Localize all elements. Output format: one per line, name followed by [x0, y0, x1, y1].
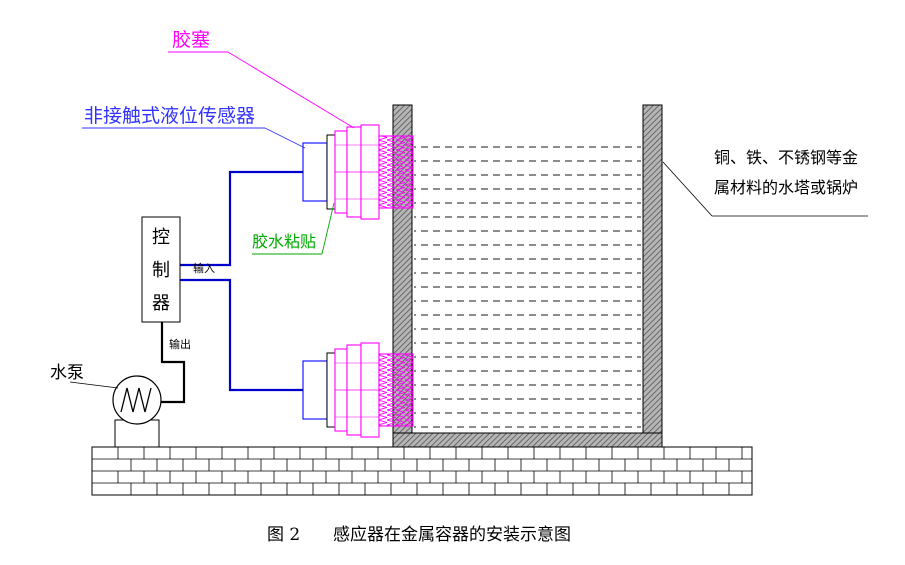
upper-plug-thread [378, 135, 414, 209]
brick-foundation [91, 446, 753, 496]
lower-sensor-assembly [302, 342, 414, 438]
metal-container [392, 104, 663, 448]
upper-sensor-wire [180, 170, 303, 267]
pump-leader-line [69, 381, 119, 389]
upper-sensor-assembly [302, 124, 414, 220]
container-leader-line [662, 161, 713, 217]
input-label: 输入 [193, 261, 215, 275]
container-label-line2: 属材料的水塔或锅炉 [714, 178, 858, 197]
upper-glue-layer [326, 134, 336, 210]
controller-label-2: 制 [152, 260, 170, 281]
container-label-line1: 铜、铁、不锈钢等金 [714, 148, 858, 167]
glue-label: 胶水粘贴 [252, 232, 316, 251]
controller-label-1: 控 [152, 227, 170, 248]
plug-label: 胶塞 [172, 29, 210, 51]
pump-output-wire [160, 322, 186, 404]
sensor-label: 非接触式液位传感器 [84, 105, 255, 127]
output-label: 输出 [169, 337, 191, 351]
controller-box [141, 216, 181, 323]
lower-sensor-wire [180, 278, 303, 392]
pump-label: 水泵 [50, 363, 84, 383]
lower-glue-layer [326, 352, 336, 428]
pump-motor-icon [112, 375, 162, 425]
figure-number: 图 2 [267, 525, 300, 545]
container-bottom [392, 432, 663, 448]
upper-sensor-body [302, 142, 328, 202]
pump-zigzag-icon [120, 387, 152, 413]
lower-sensor-body [302, 360, 328, 420]
controller-label-3: 器 [152, 293, 170, 314]
container-right-wall [642, 104, 663, 448]
water-pump [112, 375, 162, 448]
lower-plug-thread [378, 353, 414, 427]
liquid [414, 146, 641, 431]
figure-caption: 感应器在金属容器的安装示意图 [333, 525, 571, 545]
